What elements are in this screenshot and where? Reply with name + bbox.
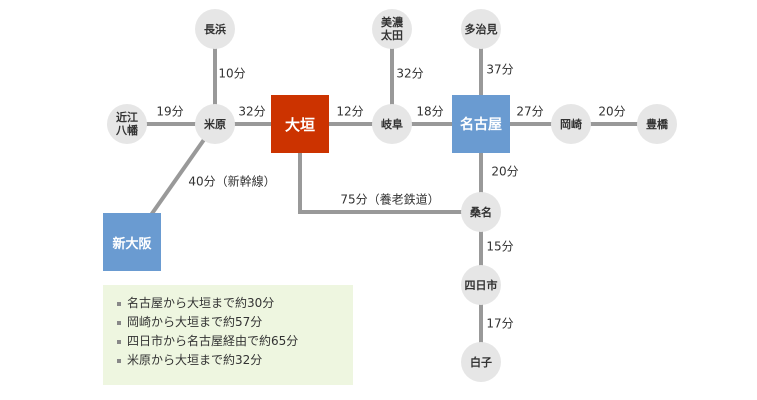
- time-ogaki-gifu: 12分: [336, 104, 364, 119]
- station-shiroko: 白子: [461, 342, 501, 382]
- station-maibara: 米原: [195, 104, 235, 144]
- station-nagahama: 長浜: [195, 9, 235, 49]
- station-tajimi: 多治見: [461, 9, 501, 49]
- station-mino-ota: 美濃 太田: [372, 9, 412, 49]
- time-okazaki-toyohashi: 20分: [598, 104, 626, 119]
- note-item: 岡崎から大垣まで約57分: [117, 313, 353, 332]
- time-yokkaichi-shiroko: 17分: [486, 316, 514, 331]
- time-nagoya-kuwana: 20分: [491, 164, 519, 179]
- time-nagahama-maibara: 10分: [218, 66, 246, 81]
- time-gifu-nagoya: 18分: [416, 104, 444, 119]
- time-omi-maibara: 19分: [156, 104, 184, 119]
- time-tajimi-nagoya: 37分: [486, 62, 514, 77]
- travel-time-notes: 名古屋から大垣まで約30分 岡崎から大垣まで約57分 四日市から名古屋経由で約6…: [103, 285, 353, 385]
- note-item: 名古屋から大垣まで約30分: [117, 294, 353, 313]
- note-item: 四日市から名古屋経由で約65分: [117, 332, 353, 351]
- station-ogaki: 大垣: [271, 95, 329, 153]
- time-ogaki-kuwana: 75分（養老鉄道）: [340, 192, 440, 207]
- time-mino-gifu: 32分: [396, 66, 424, 81]
- station-gifu: 岐阜: [372, 104, 412, 144]
- station-toyohashi: 豊橋: [637, 104, 677, 144]
- time-maibara-ogaki: 32分: [238, 104, 266, 119]
- time-kuwana-yokkaichi: 15分: [486, 239, 514, 254]
- time-maibara-shin-osaka: 40分（新幹線）: [188, 174, 276, 189]
- line-ogaki-kuwana: [298, 122, 483, 214]
- station-omi-hachiman: 近江 八幡: [107, 104, 147, 144]
- time-nagoya-okazaki: 27分: [516, 104, 544, 119]
- station-yokkaichi: 四日市: [461, 265, 501, 305]
- note-item: 米原から大垣まで約32分: [117, 351, 353, 370]
- station-shin-osaka: 新大阪: [103, 213, 161, 271]
- station-kuwana: 桑名: [461, 192, 501, 232]
- station-nagoya: 名古屋: [452, 95, 510, 153]
- station-okazaki: 岡崎: [551, 104, 591, 144]
